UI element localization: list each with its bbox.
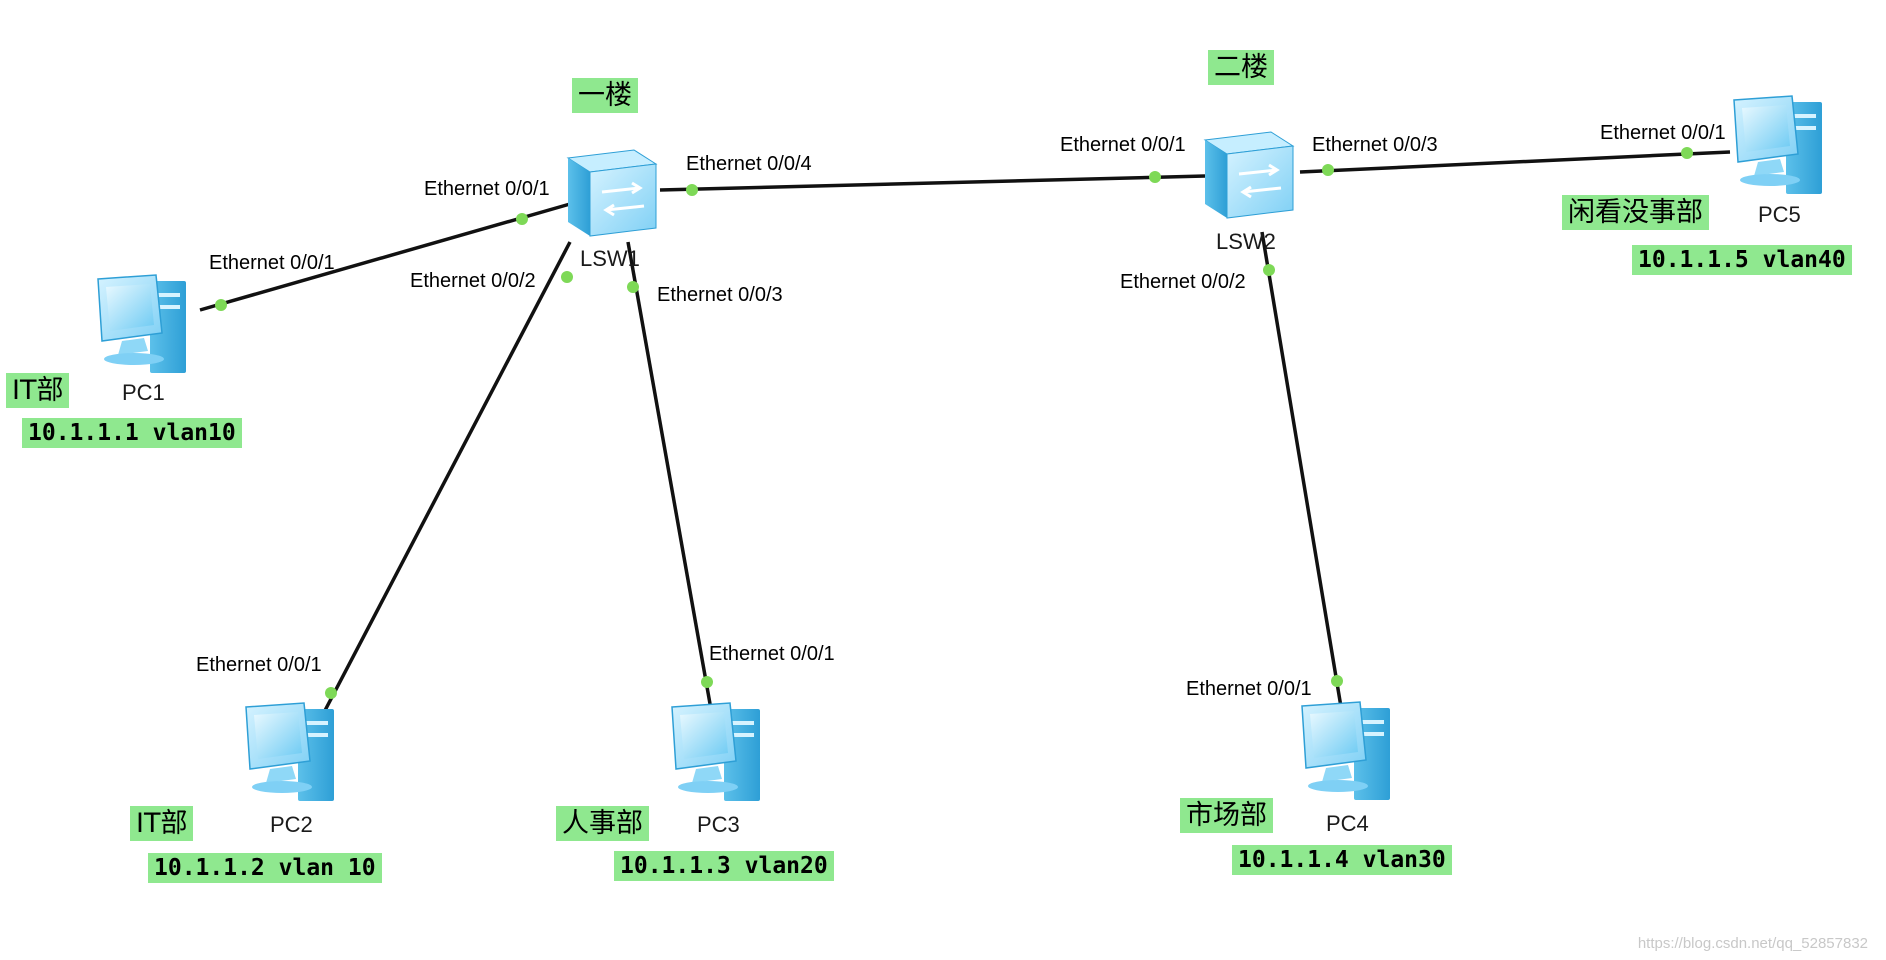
dept-tag-pc2: IT部 <box>130 806 194 842</box>
switch-name-lsw1: LSW1 <box>580 246 640 271</box>
port-label: Ethernet 0/0/1 <box>1186 678 1312 700</box>
floor-tag-lsw2: 二楼 <box>1208 50 1274 86</box>
switch-icon[interactable] <box>566 149 658 237</box>
port-dot[interactable] <box>1263 264 1275 276</box>
pc-icon[interactable] <box>1301 701 1390 800</box>
port-label: Ethernet 0/0/4 <box>686 153 812 175</box>
pc-name-pc5: PC5 <box>1758 202 1801 227</box>
watermark: https://blog.csdn.net/qq_52857832 <box>1637 935 1868 952</box>
ip-tag-pc3: 10.1.1.3 vlan20 <box>614 851 834 882</box>
port-dot[interactable] <box>1322 164 1334 176</box>
port-labels: Ethernet 0/0/1 Ethernet 0/0/1 Ethernet 0… <box>196 122 1726 700</box>
port-dot[interactable] <box>1681 147 1693 159</box>
link-lsw1-pc1[interactable] <box>199 202 571 312</box>
port-label: Ethernet 0/0/2 <box>1120 271 1246 293</box>
dept-tag-pc3: 人事部 <box>556 806 649 842</box>
port-dot[interactable] <box>516 213 528 225</box>
port-dot[interactable] <box>561 271 573 283</box>
dept-tag-pc4: 市场部 <box>1180 798 1273 834</box>
port-dot[interactable] <box>1149 171 1161 183</box>
link-lsw1-lsw2[interactable] <box>659 174 1206 192</box>
pc-name-pc3: PC3 <box>697 812 740 837</box>
port-label: Ethernet 0/0/1 <box>196 654 322 676</box>
link-lsw2-pc4[interactable] <box>1260 231 1344 714</box>
switch-name-lsw2: LSW2 <box>1216 229 1276 254</box>
port-dot[interactable] <box>627 281 639 293</box>
port-dot[interactable] <box>1331 675 1343 687</box>
port-label: Ethernet 0/0/1 <box>1060 134 1186 156</box>
dept-tag-pc5: 闲看没事部 <box>1562 195 1709 231</box>
port-label: Ethernet 0/0/1 <box>424 178 550 200</box>
pc-icon[interactable] <box>245 702 334 801</box>
ip-tag-pc4: 10.1.1.4 vlan30 <box>1232 845 1452 876</box>
ip-tag-pc1: 10.1.1.1 vlan10 <box>22 418 242 449</box>
port-dot[interactable] <box>325 687 337 699</box>
switch-icon[interactable] <box>1203 131 1295 219</box>
port-dots <box>215 147 1693 699</box>
link-lsw1-pc3[interactable] <box>626 241 714 716</box>
port-label: Ethernet 0/0/1 <box>209 252 335 274</box>
port-label: Ethernet 0/0/2 <box>410 270 536 292</box>
port-label: Ethernet 0/0/3 <box>657 284 783 306</box>
port-label: Ethernet 0/0/1 <box>1600 122 1726 144</box>
pc-name-pc1: PC1 <box>122 380 165 405</box>
pc-icon[interactable] <box>671 702 760 801</box>
links <box>199 150 1731 721</box>
ip-tag-pc2: 10.1.1.2 vlan 10 <box>148 853 382 884</box>
pc-name-pc2: PC2 <box>270 812 313 837</box>
link-lsw1-pc2[interactable] <box>318 241 572 721</box>
port-label: Ethernet 0/0/3 <box>1312 134 1438 156</box>
dept-tag-pc1: IT部 <box>6 373 70 409</box>
pc-name-pc4: PC4 <box>1326 811 1369 836</box>
pc-icon[interactable] <box>97 274 186 373</box>
floor-tag-lsw1: 一楼 <box>572 78 638 114</box>
port-label: Ethernet 0/0/1 <box>709 643 835 665</box>
port-dot[interactable] <box>701 676 713 688</box>
link-lsw2-pc5[interactable] <box>1299 150 1731 174</box>
port-dot[interactable] <box>686 184 698 196</box>
ip-tag-pc5: 10.1.1.5 vlan40 <box>1632 245 1852 276</box>
port-dot[interactable] <box>215 299 227 311</box>
pc-icon[interactable] <box>1733 95 1822 194</box>
